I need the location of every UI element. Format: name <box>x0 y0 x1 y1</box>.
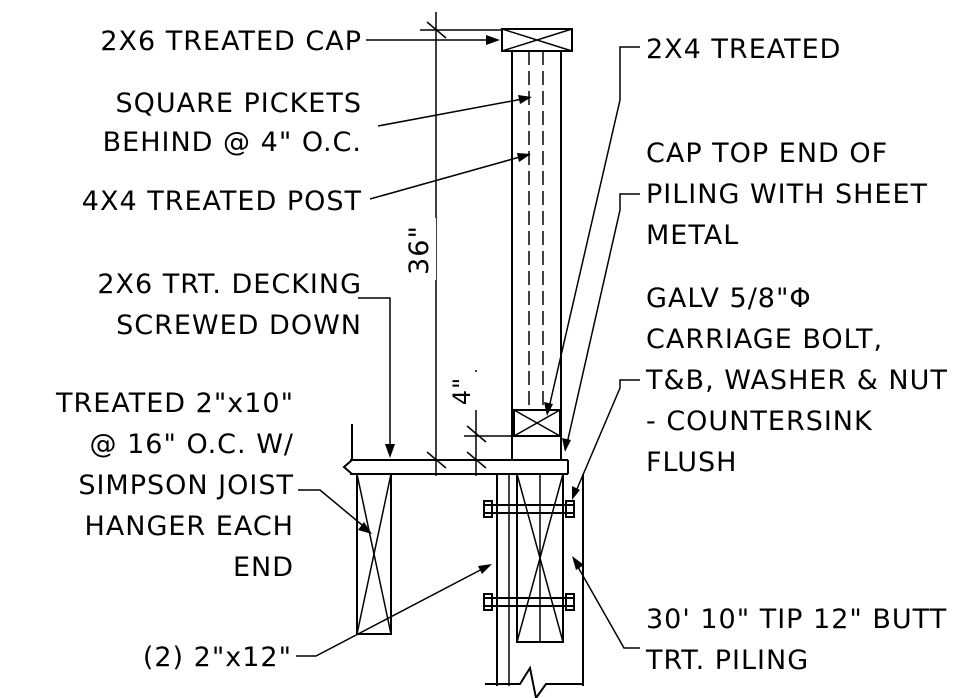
label-cap-piling-line3: METAL <box>646 220 739 251</box>
label-decking-line2: SCREWED DOWN <box>116 310 362 341</box>
cap-2x6-section <box>501 28 573 52</box>
carriage-bolts <box>483 500 575 611</box>
structure <box>342 28 584 698</box>
label-2x4-treated: 2X4 TREATED <box>646 34 841 65</box>
label-bolt-line2: CARRIAGE BOLT, <box>646 324 883 355</box>
label-pickets-line1: SQUARE PICKETS <box>115 88 362 119</box>
label-bolt-line5: FLUSH <box>646 447 737 478</box>
labels-left: 2X6 TREATED CAP SQUARE PICKETS BEHIND @ … <box>55 26 362 673</box>
label-bolt-line4: - COUNTERSINK <box>646 406 873 437</box>
label-joist-line5: END <box>233 552 294 583</box>
blocking-2x4-section <box>513 409 561 437</box>
label-beam-2x12: (2) 2"x12" <box>143 642 292 673</box>
beam-2x12-section <box>516 473 564 643</box>
leader-lines <box>296 35 640 657</box>
dim-rail-height: 36" <box>404 225 435 275</box>
label-bolt-line3: T&B, WASHER & NUT <box>645 365 948 396</box>
label-cap-2x6: 2X6 TREATED CAP <box>100 26 362 57</box>
label-piling-line2: TRT. PILING <box>645 645 809 676</box>
label-cap-piling-line2: PILING WITH SHEET <box>646 179 928 210</box>
label-post-4x4: 4X4 TREATED POST <box>82 186 362 217</box>
label-pickets-line2: BEHIND @ 4" O.C. <box>103 127 362 158</box>
dimensions: 36" 4" <box>398 12 514 476</box>
decking-2x6 <box>342 424 569 475</box>
label-joist-line4: HANGER EACH <box>84 511 294 542</box>
piling <box>485 474 584 698</box>
label-joist-line2: @ 16" O.C. W/ <box>90 429 295 460</box>
label-joist-line1: TREATED 2"x10" <box>55 388 294 419</box>
labels-right: 2X4 TREATED CAP TOP END OF PILING WITH S… <box>645 34 948 676</box>
label-joist-line3: SIMPSON JOIST <box>78 470 294 501</box>
label-decking-line1: 2X6 TRT. DECKING <box>97 269 362 300</box>
label-cap-piling-line1: CAP TOP END OF <box>646 138 888 169</box>
label-bolt-line1: GALV 5/8"Φ <box>646 283 812 314</box>
dim-deck-offset: 4" <box>448 377 476 405</box>
post-4x4 <box>511 51 562 460</box>
square-pickets <box>528 51 544 410</box>
label-piling-line1: 30' 10" TIP 12" BUTT <box>646 604 947 635</box>
joist-2x10-section <box>356 473 392 635</box>
